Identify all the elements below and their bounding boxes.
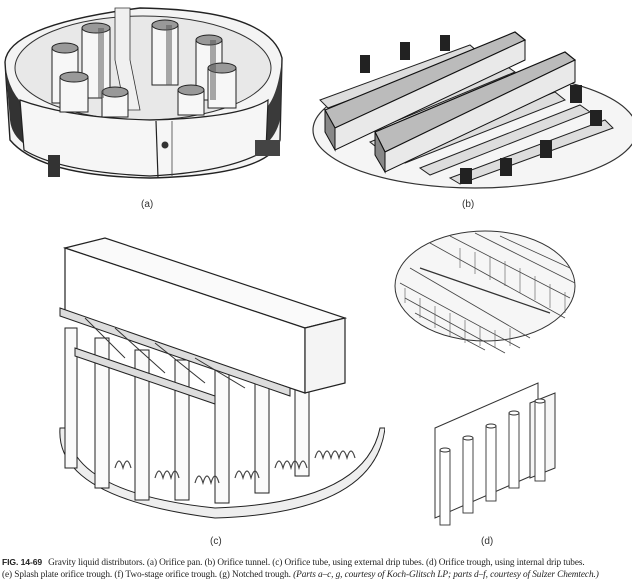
orifice-trough-illustration bbox=[394, 230, 576, 526]
panel-d-orifice-trough bbox=[390, 228, 632, 533]
orifice-tube-distributor-illustration bbox=[59, 237, 385, 519]
panel-c-label: (c) bbox=[210, 536, 222, 547]
orifice-tunnel-illustration bbox=[312, 31, 632, 189]
caption-text-1: Gravity liquid distributors. (a) Orifice… bbox=[48, 558, 585, 568]
panel-c-orifice-tube bbox=[55, 228, 385, 533]
panel-b-label: (b) bbox=[462, 199, 475, 210]
caption-line-1: FIG. 14-69 Gravity liquid distributors. (… bbox=[2, 556, 632, 569]
figure-caption: FIG. 14-69 Gravity liquid distributors. (… bbox=[2, 556, 632, 581]
panel-d-label: (d) bbox=[481, 536, 494, 547]
caption-credit: (Parts a–c, g, courtesy of Koch-Glitsch … bbox=[293, 570, 599, 580]
panel-a-orifice-pan bbox=[0, 0, 300, 190]
panel-b-orifice-tunnel bbox=[300, 0, 632, 195]
panel-a-label: (a) bbox=[141, 199, 154, 210]
orifice-pan-illustration bbox=[4, 7, 283, 179]
figure-number: FIG. 14-69 bbox=[2, 557, 43, 567]
caption-text-2: (e) Splash plate orifice trough. (f) Two… bbox=[2, 570, 294, 580]
caption-line-2: (e) Splash plate orifice trough. (f) Two… bbox=[2, 569, 632, 581]
